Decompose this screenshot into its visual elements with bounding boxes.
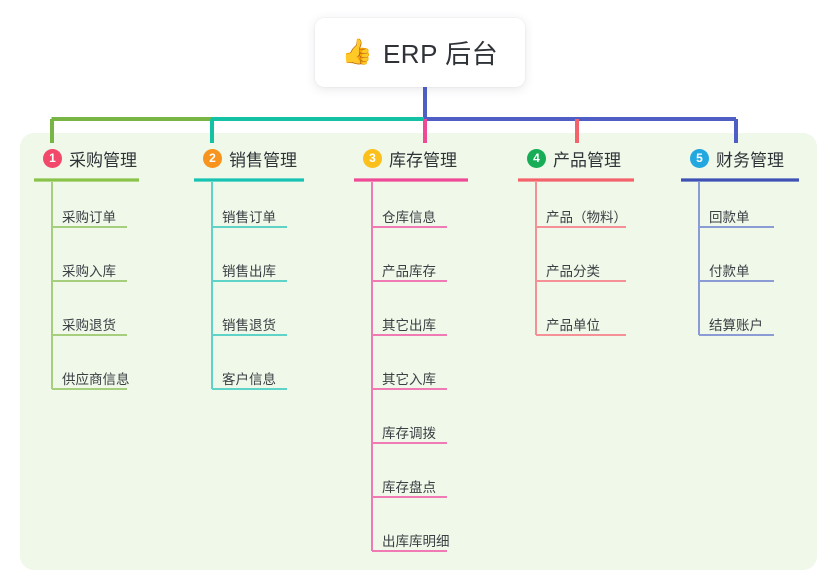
branch-header-3[interactable]: 3 库存管理 bbox=[363, 146, 457, 170]
branch-column-2: 2 销售管理 bbox=[203, 146, 297, 170]
branch-number-badge: 1 bbox=[43, 148, 62, 168]
branch-column-4: 4 产品管理 bbox=[527, 146, 621, 170]
leaf-node[interactable]: 付款单 bbox=[709, 264, 750, 279]
leaf-node[interactable]: 产品库存 bbox=[382, 264, 436, 279]
root-node-title: ERP 后台 bbox=[382, 39, 499, 69]
content-panel bbox=[20, 133, 817, 570]
branch-title: 采购管理 bbox=[69, 150, 137, 170]
branch-title: 库存管理 bbox=[389, 150, 457, 170]
leaf-node[interactable]: 结算账户 bbox=[709, 318, 763, 333]
leaf-node[interactable]: 出库库明细 bbox=[382, 534, 450, 549]
leaf-node[interactable]: 产品（物料） bbox=[546, 210, 627, 225]
branch-number-badge: 3 bbox=[363, 148, 382, 168]
branch-header-1[interactable]: 1 采购管理 bbox=[43, 146, 137, 170]
branch-number-badge: 5 bbox=[690, 148, 709, 168]
root-node[interactable]: 👍 ERP 后台 bbox=[315, 18, 525, 87]
leaf-node[interactable]: 产品单位 bbox=[546, 318, 600, 333]
leaf-node[interactable]: 仓库信息 bbox=[382, 210, 436, 225]
leaf-node[interactable]: 销售出库 bbox=[222, 264, 276, 279]
branch-header-2[interactable]: 2 销售管理 bbox=[203, 146, 297, 170]
leaf-node[interactable]: 采购退货 bbox=[62, 318, 116, 333]
branch-header-4[interactable]: 4 产品管理 bbox=[527, 146, 621, 170]
thumbs-up-icon: 👍 bbox=[341, 38, 373, 66]
leaf-node[interactable]: 供应商信息 bbox=[62, 372, 130, 387]
leaf-node[interactable]: 回款单 bbox=[709, 210, 750, 225]
leaf-node[interactable]: 其它入库 bbox=[382, 372, 436, 387]
branch-number-badge: 2 bbox=[203, 148, 222, 168]
leaf-node[interactable]: 采购入库 bbox=[62, 264, 116, 279]
branch-column-3: 3 库存管理 bbox=[363, 146, 457, 170]
branch-title: 财务管理 bbox=[716, 150, 784, 170]
branch-number-badge: 4 bbox=[527, 148, 546, 168]
leaf-node[interactable]: 销售订单 bbox=[222, 210, 276, 225]
leaf-node[interactable]: 销售退货 bbox=[222, 318, 276, 333]
leaf-node[interactable]: 库存调拨 bbox=[382, 426, 436, 441]
leaf-node[interactable]: 库存盘点 bbox=[382, 480, 436, 495]
branch-title: 产品管理 bbox=[553, 150, 621, 170]
branch-column-1: 1 采购管理 bbox=[43, 146, 137, 170]
leaf-node[interactable]: 其它出库 bbox=[382, 318, 436, 333]
branch-header-5[interactable]: 5 财务管理 bbox=[690, 146, 784, 170]
branch-title: 销售管理 bbox=[229, 150, 297, 170]
leaf-node[interactable]: 客户信息 bbox=[222, 372, 276, 387]
leaf-node[interactable]: 产品分类 bbox=[546, 264, 600, 279]
leaf-node[interactable]: 采购订单 bbox=[62, 210, 116, 225]
branch-column-5: 5 财务管理 bbox=[690, 146, 784, 170]
